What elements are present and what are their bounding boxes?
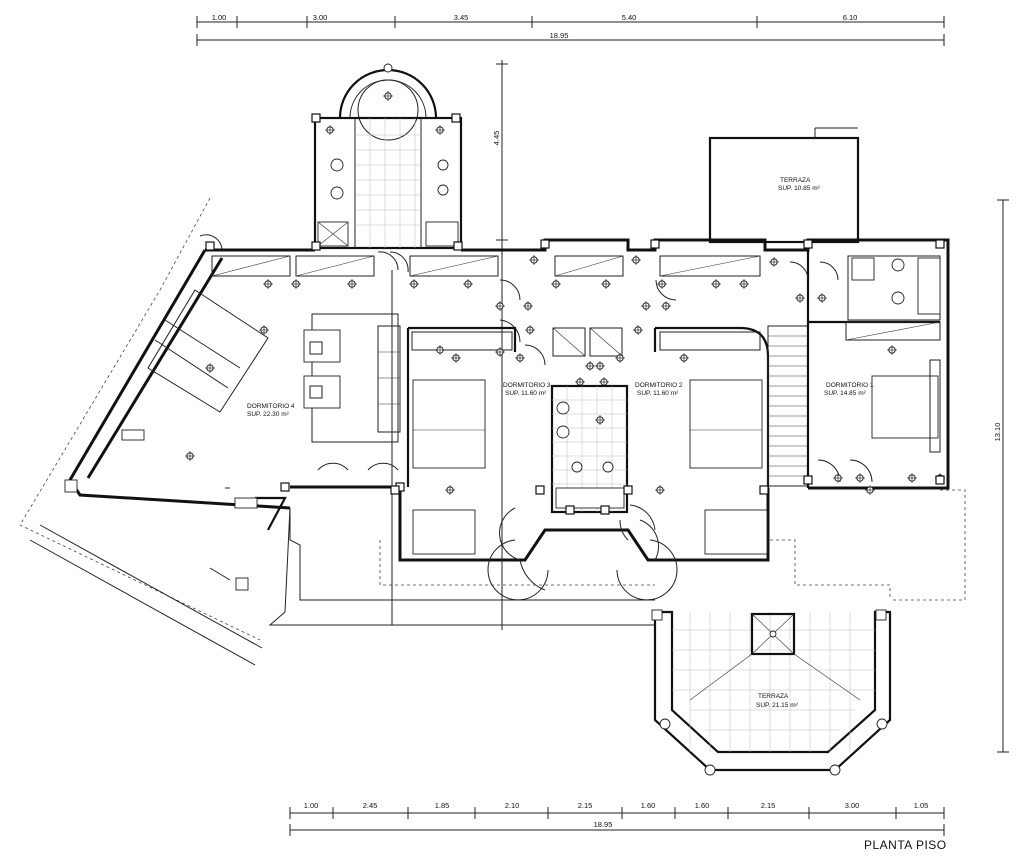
toilet-icon	[891, 291, 905, 305]
terrace-lower	[651, 609, 892, 776]
pillar	[280, 482, 290, 492]
pillar	[565, 505, 575, 515]
bedroom-3-area: SUP. 11.60 m²	[505, 390, 547, 397]
bottom-dim-3: 1.85	[435, 801, 450, 810]
pillar	[759, 485, 769, 495]
pillar	[453, 241, 463, 251]
sink-icon	[851, 257, 875, 281]
central-bathroom	[550, 327, 629, 541]
bottom-dim-6: 1.60	[641, 801, 656, 810]
pillar	[803, 475, 813, 485]
bedroom-3-name: DORMITORIO 3	[503, 382, 551, 389]
pillar	[935, 239, 945, 249]
bedroom-2-area: SUP. 11.60 m²	[637, 390, 679, 397]
bedroom-1-name: DORMITORIO 1	[826, 382, 874, 389]
top-dim-2: 3.00	[313, 13, 328, 22]
tower-tile-grid	[355, 118, 421, 248]
bedroom-4	[19, 197, 401, 666]
terrace-top	[708, 127, 860, 244]
pillar	[311, 113, 321, 123]
top-dim-4: 5.40	[622, 13, 637, 22]
top-dimension-chain	[196, 16, 945, 46]
top-dim-5: 6.10	[843, 13, 858, 22]
bedroom-2-name: DORMITORIO 2	[635, 382, 683, 389]
top-window-band	[211, 255, 761, 277]
toilet-icon	[602, 461, 614, 473]
terrace-lower-name: TERRAZA	[758, 693, 789, 700]
toilet-icon	[330, 186, 344, 200]
pillar	[540, 239, 550, 249]
tower	[313, 63, 463, 250]
right-dim-total: 13.10	[993, 423, 1002, 442]
bottom-dim-9: 3.00	[845, 801, 860, 810]
toilet-icon	[891, 258, 905, 272]
bedroom-4-area: SUP. 22.30 m²	[247, 411, 290, 418]
terrace-top-name: TERRAZA	[780, 177, 811, 184]
ceiling-light-markers	[185, 91, 945, 495]
sink-icon	[556, 425, 570, 439]
pillar	[650, 239, 660, 249]
bottom-dim-4: 2.10	[505, 801, 520, 810]
tower-dim: 4.45	[492, 131, 501, 146]
bedroom-3	[406, 326, 546, 561]
bottom-dim-1: 1.00	[304, 801, 319, 810]
toilet-icon	[330, 158, 344, 172]
door-swings	[377, 251, 839, 601]
terrace-top-area: SUP. 10.85 m²	[778, 185, 821, 192]
sink-icon	[437, 184, 449, 196]
pillar	[623, 485, 633, 495]
top-dim-3: 3.45	[454, 13, 469, 22]
lower-balcony-lines	[268, 270, 966, 626]
bedroom-1	[806, 250, 941, 488]
structural-pillars	[205, 113, 945, 515]
pillar	[935, 475, 945, 485]
bottom-dimension-chain	[289, 807, 945, 836]
bottom-dim-total: 18.95	[594, 820, 613, 829]
bottom-dim-7: 1.60	[695, 801, 710, 810]
pillar	[451, 113, 461, 123]
bottom-dim-10: 1.05	[914, 801, 929, 810]
bottom-dim-5: 2.15	[578, 801, 593, 810]
staircase	[767, 325, 809, 487]
top-dim-total: 18.95	[550, 31, 569, 40]
bottom-dim-8: 2.15	[761, 801, 776, 810]
bedroom-4-name: DORMITORIO 4	[247, 403, 295, 410]
pillar	[535, 485, 545, 495]
bottom-dim-2: 2.45	[363, 801, 378, 810]
pillar	[205, 241, 215, 251]
top-dim-1: 1.00	[212, 13, 227, 22]
terrace-lower-area: SUP. 21.15 m²	[756, 702, 799, 709]
pillar	[390, 485, 400, 495]
sink-icon	[556, 401, 570, 415]
bedroom-1-area: SUP. 14.85 m²	[824, 390, 867, 397]
tower-dimension	[496, 60, 508, 630]
sink-icon	[437, 159, 449, 171]
toilet-icon	[571, 461, 583, 473]
plan-title: PLANTA PISO	[864, 838, 947, 852]
pillar	[803, 239, 813, 249]
pillar	[600, 505, 610, 515]
pillar	[311, 241, 321, 251]
bedroom-2	[629, 326, 770, 561]
right-dimension	[997, 199, 1009, 753]
